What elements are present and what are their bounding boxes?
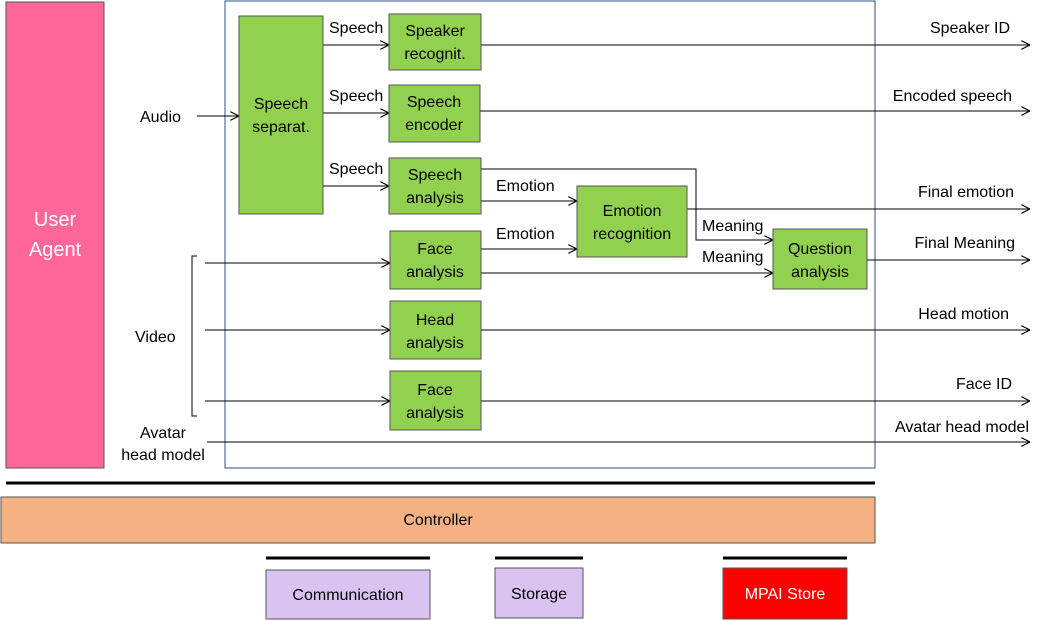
face-analysis-1-label-line2: analysis — [406, 264, 464, 281]
speech-analysis-label-line2: analysis — [406, 190, 464, 207]
emotion-recognition-block — [576, 185, 688, 258]
emotion-recognition-label-line1: Emotion — [603, 203, 662, 220]
edge-label-emotion-2: Emotion — [496, 226, 555, 243]
speech-separation-block — [238, 15, 324, 215]
output-avatar-head-model-label: Avatar head model — [895, 419, 1029, 436]
face-analysis-1-block — [389, 230, 482, 290]
speaker-recognition-block — [388, 13, 482, 71]
output-final-emotion-label: Final emotion — [918, 184, 1014, 201]
processing-frame — [224, 0, 876, 469]
edge-label-meaning-2: Meaning — [702, 249, 763, 266]
edge-label-speech-2: Speech — [329, 88, 383, 105]
face-analysis-1-label-line1: Face — [417, 241, 453, 258]
output-speaker-id-label: Speaker ID — [930, 20, 1010, 37]
question-analysis-block — [772, 228, 868, 290]
output-final-meaning-label: Final Meaning — [915, 235, 1016, 252]
question-analysis-label-line1: Question — [788, 241, 852, 258]
output-head-motion-label: Head motion — [918, 306, 1009, 323]
speech-encoder-label-line2: encoder — [405, 117, 463, 134]
storage-label: Storage — [511, 586, 567, 603]
user-agent-label-line2: Agent — [29, 239, 82, 261]
face-analysis-2-label-line2: analysis — [406, 405, 464, 422]
face-analysis-2-block — [389, 370, 482, 431]
edge-label-speech-1: Speech — [329, 20, 383, 37]
speech-encoder-block — [388, 84, 481, 143]
speech-meaning-arrow — [481, 168, 773, 240]
communication-label: Communication — [292, 587, 403, 604]
controller-label: Controller — [403, 512, 473, 529]
input-video-label: Video — [135, 329, 176, 346]
communication-block — [265, 569, 431, 620]
input-avatar-label-line1: Avatar — [140, 425, 187, 442]
speech-analysis-label-line1: Speech — [408, 167, 462, 184]
speaker-recognition-label-line1: Speaker — [405, 23, 465, 40]
output-face-id-label: Face ID — [956, 376, 1012, 393]
question-analysis-label-line2: analysis — [791, 264, 849, 281]
edge-label-meaning-1: Meaning — [702, 218, 763, 235]
user-agent-block — [5, 1, 105, 469]
edge-label-speech-3: Speech — [329, 161, 383, 178]
edge-label-emotion-1: Emotion — [496, 178, 555, 195]
input-audio-label: Audio — [140, 109, 181, 126]
speaker-recognition-label-line2: recognit. — [404, 46, 465, 63]
speech-separation-label-line2: separat. — [252, 119, 310, 136]
video-bracket — [191, 255, 197, 417]
mpai-store-label: MPAI Store — [745, 586, 826, 603]
user-agent-label-line1: User — [34, 209, 77, 231]
head-analysis-label-line1: Head — [416, 312, 454, 329]
emotion-recognition-label-line2: recognition — [593, 226, 671, 243]
head-analysis-label-line2: analysis — [406, 335, 464, 352]
mpai-store-block — [722, 567, 848, 620]
head-analysis-block — [389, 300, 482, 360]
controller-block — [0, 496, 876, 544]
output-encoded-speech-label: Encoded speech — [893, 88, 1012, 105]
storage-block — [494, 567, 584, 619]
speech-encoder-label-line1: Speech — [407, 94, 461, 111]
input-avatar-label-line2: head model — [121, 447, 205, 464]
face-analysis-2-label-line1: Face — [417, 382, 453, 399]
speech-analysis-block — [388, 157, 482, 215]
speech-separation-label-line1: Speech — [254, 96, 308, 113]
